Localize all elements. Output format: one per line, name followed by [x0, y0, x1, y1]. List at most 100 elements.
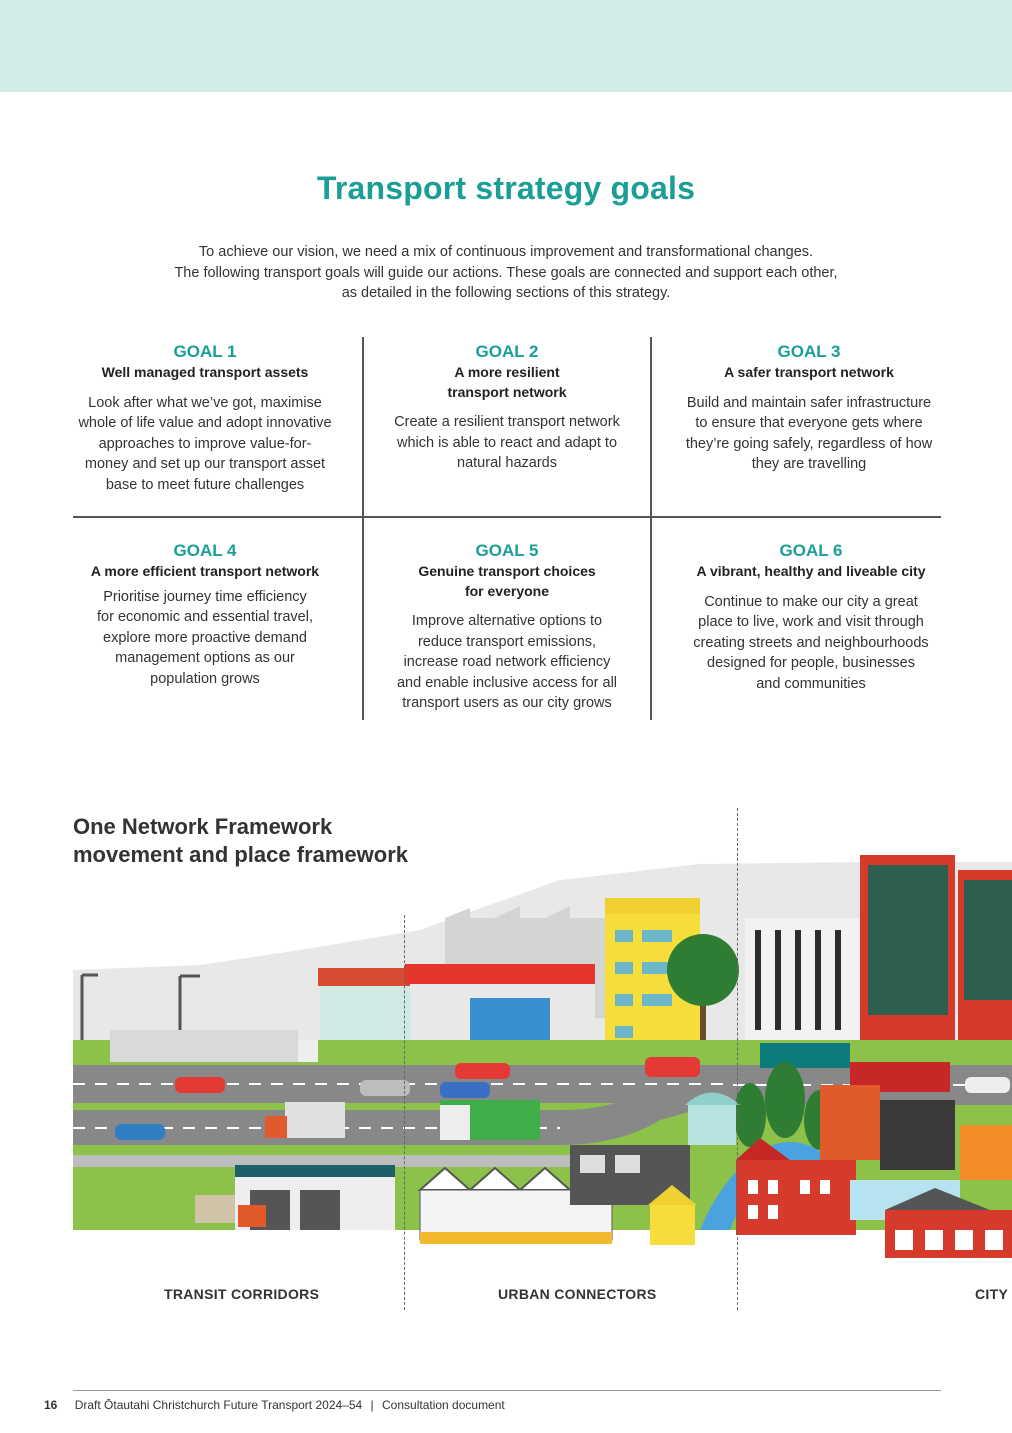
- goal-desc-line: increase road network efficiency: [403, 654, 611, 670]
- goal-description: Look after what we’ve got, maximise whol…: [73, 393, 337, 496]
- goal-desc-line: and communities: [756, 675, 866, 692]
- yellow-house: [650, 1205, 695, 1245]
- goal-description: Continue to make our city a great place …: [651, 592, 971, 695]
- framework-title: One Network Framework movement and place…: [73, 813, 408, 869]
- modern-building: [880, 1100, 955, 1170]
- footer-rule: [73, 1390, 941, 1391]
- goal-desc-line: place to live, work and visit through: [698, 614, 924, 630]
- river: [700, 1142, 840, 1230]
- car-silver: [360, 1080, 410, 1096]
- category-transit-corridors: TRANSIT CORRIDORS: [164, 1286, 320, 1302]
- category-urban-connectors: URBAN CONNECTORS: [498, 1286, 657, 1302]
- goal-title: A more resilient transport network: [364, 363, 650, 402]
- footer-separator: |: [370, 1398, 374, 1412]
- goal-desc-line: Build and maintain safer infrastructure: [686, 394, 932, 411]
- modern-building: [820, 1085, 880, 1160]
- goal-title: A more efficient transport network: [90, 563, 320, 579]
- goal-desc-line: explore more proactive demand: [103, 629, 307, 646]
- goal-desc-line: which is able to react and adapt to: [396, 434, 618, 451]
- goal-3-card: GOAL 3 A safer transport network Build a…: [651, 341, 967, 475]
- goal-desc-line: Continue to make our city a great: [704, 593, 918, 610]
- goal-number: GOAL 4: [173, 541, 237, 560]
- goal-number: GOAL 1: [173, 342, 237, 361]
- framework-title-line: One Network Framework: [73, 814, 333, 839]
- car-red: [455, 1063, 510, 1079]
- shop-roof: [318, 968, 413, 986]
- goal-desc-line: money and set up our transport asset: [84, 456, 326, 472]
- goal-2-card: GOAL 2 A more resilient transport networ…: [364, 341, 650, 474]
- footer-doc-type: Consultation document: [382, 1398, 505, 1412]
- goal-title: A vibrant, healthy and liveable city: [696, 563, 926, 579]
- goal-desc-line: they are travelling: [751, 456, 867, 472]
- goal-desc-line: for economic and essential travel,: [97, 609, 313, 625]
- car-blue: [440, 1082, 490, 1098]
- van-red: [645, 1057, 700, 1077]
- goal-title-line: A more resilient: [454, 364, 560, 380]
- goal-number: GOAL 5: [475, 541, 539, 560]
- tree-trunk: [700, 1000, 706, 1045]
- goal-desc-line: designed for people, businesses: [707, 655, 915, 671]
- goal-desc-line: Prioritise journey time efficiency: [103, 588, 307, 605]
- city-illustration: [73, 855, 1012, 1258]
- car-blue: [115, 1124, 165, 1140]
- warehouse-door: [470, 998, 550, 1043]
- header-band: [0, 0, 1012, 92]
- goal-desc-line: reduce transport emissions,: [417, 633, 597, 650]
- truck: [110, 1030, 318, 1062]
- goal-5-card: GOAL 5 Genuine transport choices for eve…: [364, 540, 650, 714]
- goal-description: Build and maintain safer infrastructure …: [651, 393, 967, 475]
- goal-title-line: for everyone: [464, 582, 550, 599]
- goal-6-card: GOAL 6 A vibrant, healthy and liveable c…: [651, 540, 971, 694]
- tree: [765, 1062, 805, 1138]
- intro-line: To achieve our vision, we need a mix of …: [198, 244, 814, 260]
- grid-vertical-divider: [650, 337, 652, 720]
- page-footer: 16 Draft Ōtautahi Christchurch Future Tr…: [44, 1398, 505, 1412]
- zone-divider: [404, 915, 405, 1310]
- goal-4-card: GOAL 4 A more efficient transport networ…: [73, 540, 337, 689]
- goal-desc-line: management options as our: [115, 650, 295, 666]
- goal-1-card: GOAL 1 Well managed transport assets Loo…: [73, 341, 337, 495]
- goal-desc-line: approaches to improve value-for-: [98, 435, 312, 452]
- delivery-truck: [285, 1102, 345, 1138]
- goal-description: Prioritise journey time efficiency for e…: [73, 587, 337, 690]
- warehouse-roof: [405, 964, 595, 984]
- goal-desc-line: they’re going safely, regardless of how: [685, 435, 933, 452]
- goal-description: Improve alternative options to reduce tr…: [364, 611, 650, 714]
- goal-title: Well managed transport assets: [101, 364, 309, 380]
- shop-building: [320, 980, 410, 1040]
- page-number: 16: [44, 1398, 58, 1412]
- goal-title-line: Genuine transport choices: [418, 563, 596, 579]
- goal-title-line: transport network: [447, 383, 567, 400]
- intro-paragraph: To achieve our vision, we need a mix of …: [150, 242, 862, 304]
- goal-desc-line: Create a resilient transport network: [394, 414, 620, 430]
- goal-desc-line: base to meet future challenges: [105, 476, 305, 493]
- goal-number: GOAL 3: [777, 342, 841, 361]
- footpath: [73, 1155, 633, 1167]
- modern-building: [960, 1125, 1012, 1180]
- tree-canopy: [667, 934, 739, 1006]
- streetlight: [80, 973, 200, 1045]
- grid-vertical-divider: [362, 337, 364, 720]
- tree: [734, 1083, 766, 1147]
- goal-desc-line: Look after what we’ve got, maximise: [88, 394, 322, 411]
- goal-desc-line: whole of life value and adopt innovative: [78, 415, 332, 431]
- gazebo: [688, 1105, 736, 1145]
- zone-divider: [737, 808, 738, 1310]
- goal-desc-line: population grows: [150, 670, 260, 687]
- police-car: [965, 1077, 1010, 1093]
- grid-horizontal-divider: [73, 516, 941, 518]
- goal-description: Create a resilient transport network whi…: [364, 412, 650, 474]
- goal-desc-line: creating streets and neighbourhoods: [693, 634, 929, 651]
- goal-number: GOAL 2: [475, 342, 539, 361]
- goal-desc-line: transport users as our city grows: [402, 695, 612, 711]
- heritage-building: [736, 1160, 856, 1235]
- framework-title-line: movement and place framework: [73, 842, 409, 867]
- trailer: [195, 1195, 235, 1223]
- goal-desc-line: Improve alternative options to: [411, 613, 603, 629]
- goal-desc-line: to ensure that everyone gets where: [695, 415, 923, 431]
- bus: [760, 1043, 850, 1068]
- category-city: CITY: [975, 1286, 1009, 1302]
- townhouses: [417, 1166, 615, 1244]
- footer-doc-title: Draft Ōtautahi Christchurch Future Trans…: [74, 1398, 363, 1412]
- goal-title: A safer transport network: [724, 364, 894, 380]
